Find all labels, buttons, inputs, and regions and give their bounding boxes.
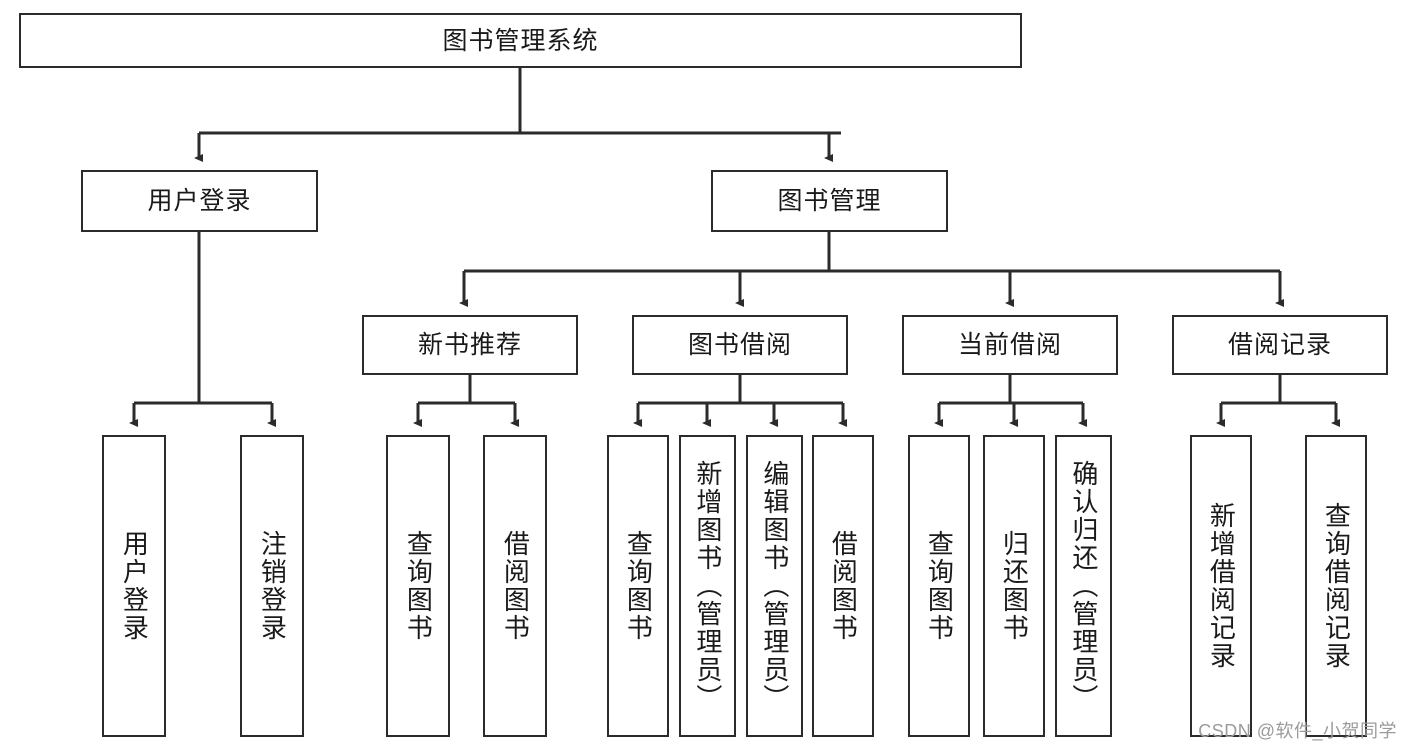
edges-root-level1 [194, 68, 841, 162]
node-leaf-query-book-1-label: 查询图书 [403, 530, 434, 642]
node-leaf-add-book[interactable]: 新增图书（管理员） [679, 435, 736, 737]
node-leaf-user-login[interactable]: 用户登录 [102, 435, 166, 737]
node-leaf-query-book-2-label: 查询图书 [623, 530, 654, 642]
node-leaf-edit-book[interactable]: 编辑图书（管理员） [746, 435, 803, 737]
node-leaf-add-record[interactable]: 新增借阅记录 [1190, 435, 1252, 737]
node-book-manage[interactable]: 图书管理 [711, 170, 948, 232]
edges-bookmanage-children [459, 232, 1284, 307]
node-leaf-return-book-label: 归还图书 [999, 530, 1030, 642]
node-leaf-edit-book-label: 编辑图书（管理员） [759, 460, 790, 712]
node-new-book-recommend-label: 新书推荐 [417, 331, 522, 359]
node-leaf-confirm-return[interactable]: 确认归还（管理员） [1055, 435, 1112, 737]
node-leaf-logout[interactable]: 注销登录 [240, 435, 304, 737]
node-leaf-return-book[interactable]: 归还图书 [983, 435, 1045, 737]
node-leaf-add-record-label: 新增借阅记录 [1206, 502, 1237, 670]
node-leaf-confirm-return-label: 确认归还（管理员） [1068, 460, 1099, 712]
node-leaf-query-book-2[interactable]: 查询图书 [607, 435, 669, 737]
node-new-book-recommend[interactable]: 新书推荐 [362, 315, 578, 375]
node-root-system[interactable]: 图书管理系统 [19, 13, 1022, 68]
node-leaf-query-book-3[interactable]: 查询图书 [908, 435, 970, 737]
node-leaf-query-book-1[interactable]: 查询图书 [386, 435, 450, 737]
node-borrow-record-label: 借阅记录 [1227, 331, 1332, 359]
node-leaf-add-book-label: 新增图书（管理员） [692, 460, 723, 712]
node-leaf-logout-label: 注销登录 [257, 530, 288, 642]
edges-record-children [1216, 375, 1340, 427]
edges-userlogin-children [129, 232, 276, 427]
node-user-login-label: 用户登录 [147, 187, 252, 215]
node-leaf-query-record-label: 查询借阅记录 [1321, 502, 1352, 670]
node-leaf-borrow-book-2-label: 借阅图书 [828, 530, 859, 642]
node-leaf-query-book-3-label: 查询图书 [924, 530, 955, 642]
node-borrow-record[interactable]: 借阅记录 [1172, 315, 1388, 375]
node-leaf-query-record[interactable]: 查询借阅记录 [1305, 435, 1367, 737]
node-leaf-borrow-book-1-label: 借阅图书 [500, 530, 531, 642]
node-user-login[interactable]: 用户登录 [81, 170, 318, 232]
node-book-borrow-label: 图书借阅 [687, 331, 792, 359]
node-leaf-borrow-book-2[interactable]: 借阅图书 [812, 435, 874, 737]
node-leaf-borrow-book-1[interactable]: 借阅图书 [483, 435, 547, 737]
edges-recommend-children [413, 375, 519, 427]
node-current-borrow-label: 当前借阅 [957, 331, 1062, 359]
edges-borrow-children [633, 375, 847, 427]
node-root-system-label: 图书管理系统 [442, 26, 599, 55]
node-book-manage-label: 图书管理 [777, 187, 882, 215]
node-current-borrow[interactable]: 当前借阅 [902, 315, 1118, 375]
edges-current-children [934, 375, 1087, 427]
node-book-borrow[interactable]: 图书借阅 [632, 315, 848, 375]
node-leaf-user-login-label: 用户登录 [119, 530, 150, 642]
watermark-text: CSDN @软件_小贺同学 [1198, 721, 1397, 741]
